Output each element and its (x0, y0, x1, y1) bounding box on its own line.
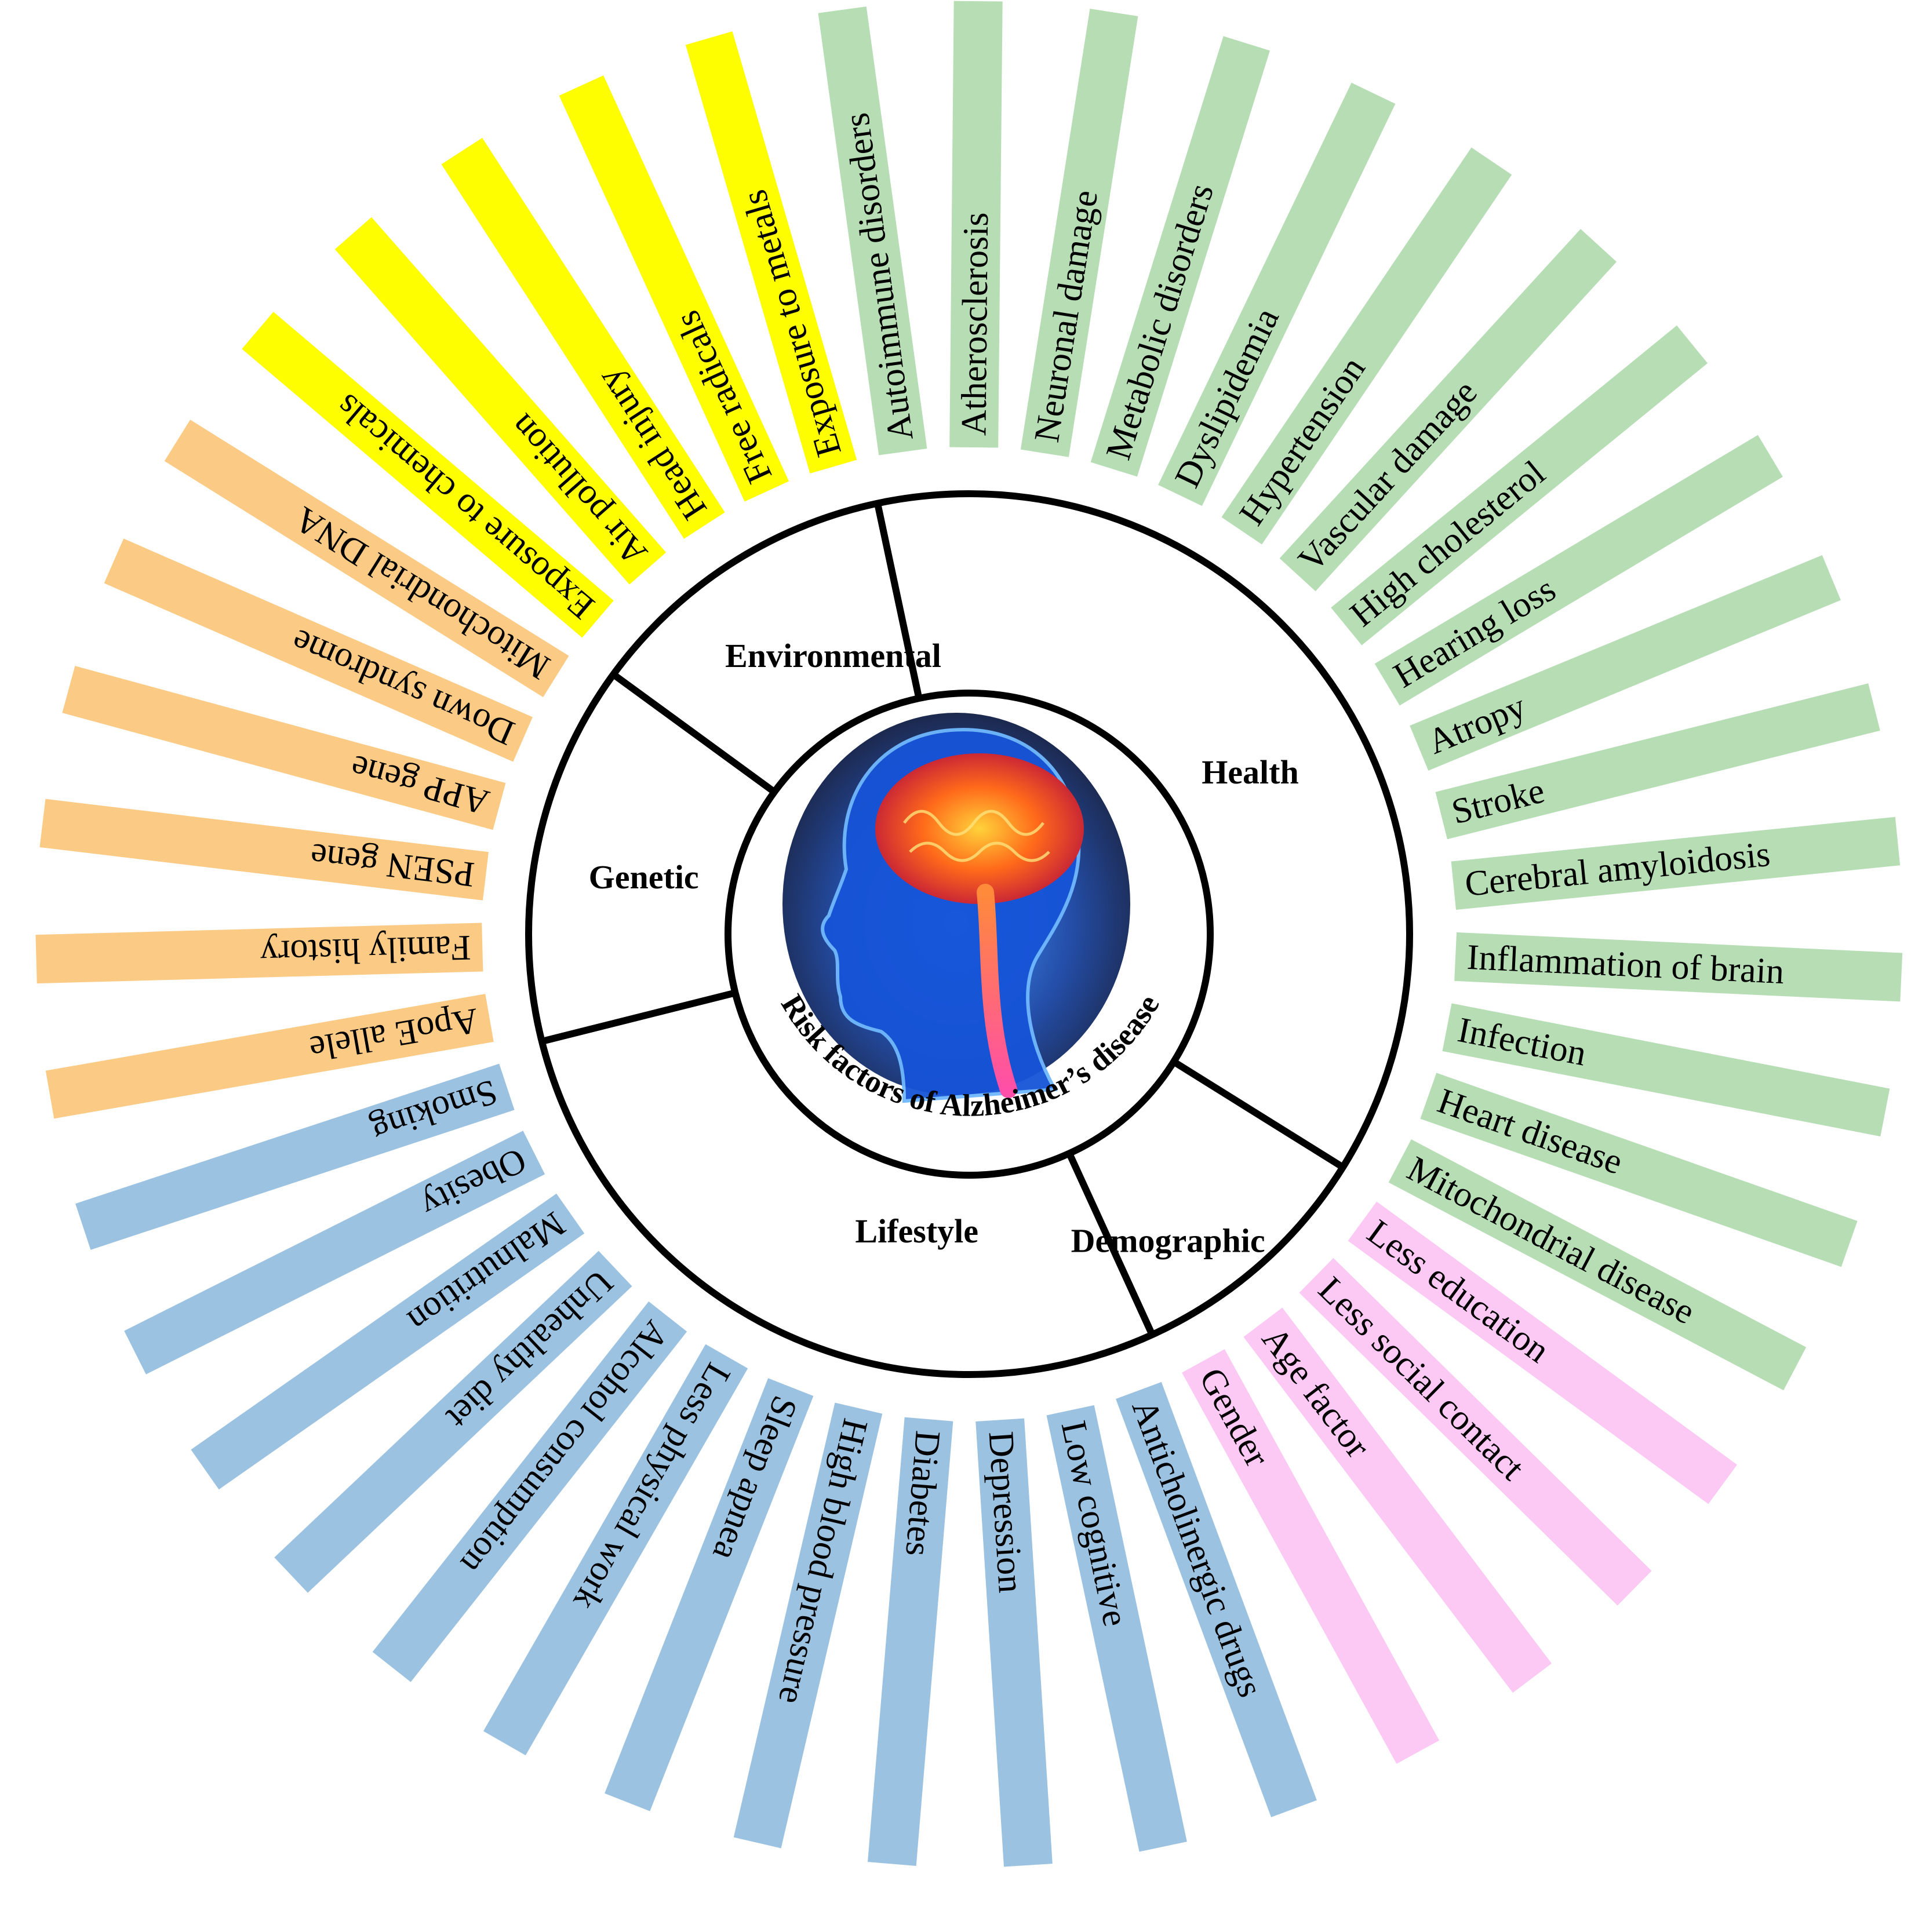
ray-bar (975, 1418, 1053, 1867)
ray-bar (35, 923, 483, 984)
ray-cerebral-amyloidosis: Cerebral amyloidosis (1451, 816, 1901, 910)
ray-bar (1243, 1307, 1552, 1693)
ray-bar (1348, 1201, 1737, 1504)
ray-atherosclerosis: Atherosclerosis (949, 1, 1003, 448)
factor-label: Family history (260, 928, 471, 973)
factor-label: Neuronal damage (1027, 187, 1105, 444)
divider-environmental (611, 671, 777, 795)
ray-family-history: Family history (35, 923, 483, 984)
category-dividers (541, 502, 1345, 1336)
ray-bar (483, 1344, 748, 1756)
ray-bar (1221, 147, 1512, 545)
ray-bar (1116, 1381, 1317, 1817)
ray-bar (124, 1131, 545, 1375)
ray-diabetes: Diabetes (867, 1417, 953, 1866)
factor-label: Obesity (415, 1140, 533, 1225)
factor-label: Atropy (1422, 687, 1531, 762)
ray-bar (164, 420, 569, 698)
ray-bar (1420, 1073, 1858, 1267)
brain-icon (875, 753, 1084, 904)
category-label-health: Health (1202, 753, 1299, 791)
center-image (782, 713, 1130, 1103)
ray-psen-gene: PSEN gene (39, 799, 489, 901)
ray-bar (191, 1193, 585, 1490)
ray-bar (274, 1251, 632, 1593)
ray-bar (1374, 435, 1783, 706)
factor-label: Low cognitive (1054, 1417, 1135, 1630)
ray-bar (62, 666, 506, 830)
divider-health (874, 502, 923, 699)
ray-bar (1442, 1003, 1890, 1137)
ray-bar (1158, 82, 1396, 506)
ray-bar (441, 137, 725, 539)
ray-bar (733, 1402, 883, 1849)
ray-bar (1454, 932, 1903, 1002)
ray-bar (104, 538, 533, 762)
ray-bar (334, 217, 667, 585)
ray-bar (1020, 8, 1138, 457)
ray-bar (1090, 36, 1270, 477)
divider-lifestyle (1066, 1151, 1156, 1336)
ray-bar (605, 1378, 814, 1811)
ray-bar (559, 75, 789, 502)
spinal-cord-icon (977, 884, 1017, 1098)
ray-bar (372, 1301, 687, 1682)
ray-inflammation-of-brain: Inflammation of brain (1454, 932, 1903, 1002)
ray-bar (1451, 816, 1901, 910)
ray-bar (1046, 1405, 1187, 1852)
ray-bar (1182, 1349, 1440, 1764)
factor-label: Atherosclerosis (954, 212, 996, 436)
ray-bar (39, 799, 489, 901)
category-label-genetic: Genetic (589, 858, 699, 896)
ray-bar (818, 6, 927, 455)
ray-bar (75, 1063, 515, 1250)
ray-bar (1410, 555, 1841, 771)
factor-label: Smoking (366, 1071, 502, 1150)
ray-bar (242, 312, 614, 638)
ray-depression: Depression (975, 1418, 1053, 1867)
category-label-lifestyle: Lifestyle (855, 1212, 978, 1250)
ray-bar (1435, 683, 1880, 840)
divider-demographic (1171, 1059, 1345, 1171)
ray-bar (949, 1, 1003, 448)
factor-label: Autoimmune disorders (837, 111, 921, 443)
divider-genetic (541, 989, 736, 1045)
ray-bar (1279, 229, 1617, 592)
ray-bar (45, 994, 494, 1119)
factor-label: APP gene (347, 748, 493, 823)
brain-folds (903, 810, 1050, 862)
category-label-environmental: Environmental (725, 637, 941, 675)
ray-bar (867, 1417, 953, 1866)
factor-label: Gender (1192, 1362, 1277, 1474)
ray-bar (685, 31, 857, 474)
ray-bar (1388, 1139, 1807, 1391)
ray-bar (1331, 325, 1708, 646)
category-label-demographic: Demographic (1071, 1222, 1265, 1259)
ray-bar (1299, 1257, 1652, 1606)
